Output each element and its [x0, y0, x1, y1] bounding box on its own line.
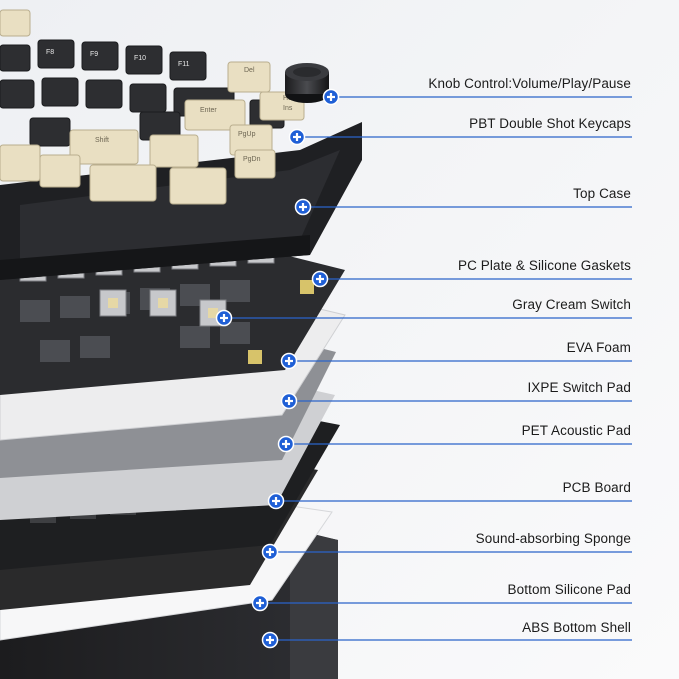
plus-marker-icon [251, 594, 269, 612]
callout-label-pc-plate-gaskets: PC Plate & Silicone Gaskets [457, 258, 631, 273]
plus-marker-icon [294, 198, 312, 216]
plus-marker-icon [277, 435, 295, 453]
silicone-gasket [300, 280, 314, 294]
callout-lines [215, 88, 632, 649]
callout-label-pbt-keycaps: PBT Double Shot Keycaps [469, 116, 631, 131]
callout-label-sound-sponge: Sound-absorbing Sponge [475, 531, 631, 546]
callout-label-gray-cream-switch: Gray Cream Switch [512, 297, 631, 312]
callout-label-abs-bottom-shell: ABS Bottom Shell [522, 620, 631, 635]
callout-label-top-case: Top Case [573, 186, 631, 201]
callout-label-knob-control: Knob Control:Volume/Play/Pause [428, 76, 631, 91]
plus-marker-icon [267, 492, 285, 510]
plus-marker-icon [261, 631, 279, 649]
callout-label-pet-acoustic-pad: PET Acoustic Pad [521, 423, 631, 438]
silicone-gasket [248, 350, 262, 364]
plus-marker-icon [322, 88, 340, 106]
callout-label-pcb-board: PCB Board [562, 480, 631, 495]
callout-label-eva-foam: EVA Foam [566, 340, 631, 355]
plus-marker-icon [280, 392, 298, 410]
keycap-legend: PgUp [238, 131, 256, 138]
keycap-legend: F11 [178, 61, 190, 68]
volume-knob [285, 63, 329, 103]
keycap-legend: F9 [90, 51, 98, 58]
keycap-legend: PgDn [243, 156, 261, 163]
callout-label-bottom-silicone-pad: Bottom Silicone Pad [507, 582, 631, 597]
plus-marker-icon [311, 270, 329, 288]
keycap-legend: Enter [200, 107, 217, 114]
keycap-legend: F10 [134, 55, 146, 62]
plus-marker-icon [261, 543, 279, 561]
plus-marker-icon [215, 309, 233, 327]
callout-label-ixpe-switch-pad: IXPE Switch Pad [527, 380, 631, 395]
keycap-legend: Ins [283, 105, 293, 112]
keycaps: F8 F9 F10 F11 Del Home Ins PgUp PgDn Ent… [0, 9, 305, 205]
keycap-legend: F8 [46, 49, 54, 56]
keycap-legend: Shift [95, 137, 109, 144]
plus-marker-icon [288, 128, 306, 146]
keycap-legend: Del [244, 67, 255, 74]
plus-marker-icon [280, 352, 298, 370]
